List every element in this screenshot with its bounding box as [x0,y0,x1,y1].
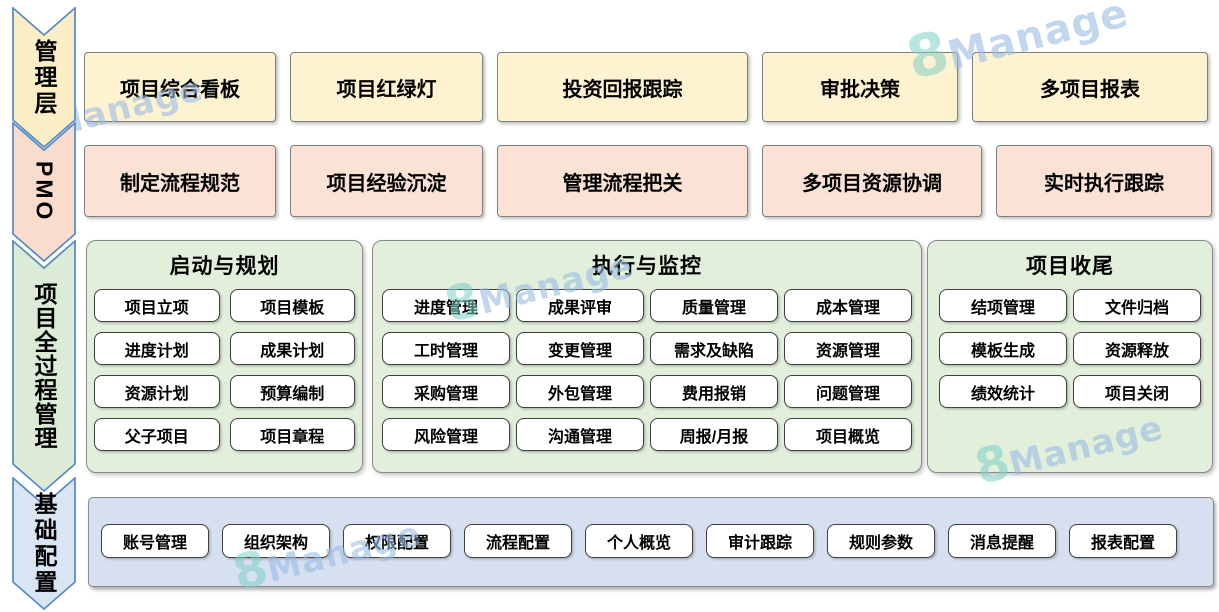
lane-label: PMO [31,161,58,223]
module-box: 周报/月报 [650,418,778,451]
config-module-box: 报表配置 [1069,524,1177,558]
module-box: 项目章程 [229,418,355,451]
module-box: 沟通管理 [516,418,644,451]
feature-box: 项目红绿灯 [290,52,483,122]
module-box: 工时管理 [382,332,510,365]
foundation-config-container: 账号管理 组织架构 权限配置 流程配置 个人概览 审计跟踪 规则参数 消息提醒 … [88,497,1214,587]
foundation-config-row: 账号管理 组织架构 权限配置 流程配置 个人概览 审计跟踪 规则参数 消息提醒 … [101,524,1177,558]
module-box: 结项管理 [939,289,1067,322]
module-box: 资源管理 [784,332,912,365]
module-box: 外包管理 [516,375,644,408]
module-box: 文件归档 [1073,289,1201,322]
phase-group-title: 执行与监控 [592,255,702,278]
phase-group-grid: 结项管理 文件归档 模板生成 资源释放 绩效统计 项目关闭 [928,289,1212,464]
phase-group-execution-monitoring: 执行与监控 进度管理 成果评审 质量管理 成本管理 工时管理 变更管理 需求及缺… [372,240,922,473]
config-module-box: 审计跟踪 [706,524,814,558]
config-module-box: 组织架构 [222,524,330,558]
module-box: 预算编制 [229,375,355,408]
lane-label: 管理层 [31,38,57,117]
module-box: 采购管理 [382,375,510,408]
module-box: 绩效统计 [939,375,1067,408]
module-box: 成果计划 [229,332,355,365]
lane-arrow-management: 管理层 [12,7,76,148]
lane-label: 项目全过程管理 [31,282,57,450]
module-box: 资源计划 [94,375,220,408]
lane-arrow-process: 项目全过程管理 [12,240,76,492]
phase-group-title: 启动与规划 [169,255,280,278]
module-box: 进度计划 [94,332,220,365]
chevron-shape [12,122,76,262]
config-module-box: 流程配置 [464,524,572,558]
module-box: 质量管理 [650,289,778,322]
config-module-box: 账号管理 [101,524,209,558]
pmo-feature-row: 制定流程规范 项目经验沉淀 管理流程把关 多项目资源协调 实时执行跟踪 [84,145,1212,217]
feature-box: 投资回报跟踪 [497,52,748,122]
module-box: 成本管理 [784,289,912,322]
feature-box: 项目经验沉淀 [290,145,483,217]
config-module-box: 规则参数 [827,524,935,558]
module-box: 模板生成 [939,332,1067,365]
module-box: 项目概览 [784,418,912,451]
module-box: 父子项目 [94,418,220,451]
config-module-box: 权限配置 [343,524,451,558]
feature-box: 多项目资源协调 [762,145,982,217]
chevron-shape [12,7,76,148]
management-feature-row: 项目综合看板 项目红绿灯 投资回报跟踪 审批决策 多项目报表 [84,52,1208,122]
phase-group-grid: 项目立项 项目模板 进度计划 成果计划 资源计划 预算编制 父子项目 项目章程 [87,289,362,464]
module-box: 变更管理 [516,332,644,365]
config-module-box: 个人概览 [585,524,693,558]
phase-group-grid: 进度管理 成果评审 质量管理 成本管理 工时管理 变更管理 需求及缺陷 资源管理… [373,289,921,464]
module-box: 项目关闭 [1073,375,1201,408]
feature-box: 多项目报表 [972,52,1208,122]
phase-group-title: 项目收尾 [1026,255,1114,278]
module-box: 项目模板 [229,289,355,322]
phase-group-initiation-planning: 启动与规划 项目立项 项目模板 进度计划 成果计划 资源计划 预算编制 父子项目… [86,240,363,473]
lane-arrow-pmo: PMO [12,122,76,262]
lane-arrow-foundation: 基础配置 [12,477,76,610]
module-box: 需求及缺陷 [650,332,778,365]
module-box: 问题管理 [784,375,912,408]
module-box: 成果评审 [516,289,644,322]
module-box: 费用报销 [650,375,778,408]
chevron-shape [12,477,76,610]
feature-box: 实时执行跟踪 [996,145,1212,217]
phase-group-closing: 项目收尾 结项管理 文件归档 模板生成 资源释放 绩效统计 项目关闭 [927,240,1213,473]
config-module-box: 消息提醒 [948,524,1056,558]
lane-label: 基础配置 [31,491,57,596]
module-box: 风险管理 [382,418,510,451]
feature-box: 制定流程规范 [84,145,276,217]
feature-box: 管理流程把关 [497,145,748,217]
feature-box: 审批决策 [762,52,958,122]
chevron-shape [12,240,76,492]
module-box: 进度管理 [382,289,510,322]
module-box: 资源释放 [1073,332,1201,365]
feature-box: 项目综合看板 [84,52,276,122]
module-box: 项目立项 [94,289,220,322]
